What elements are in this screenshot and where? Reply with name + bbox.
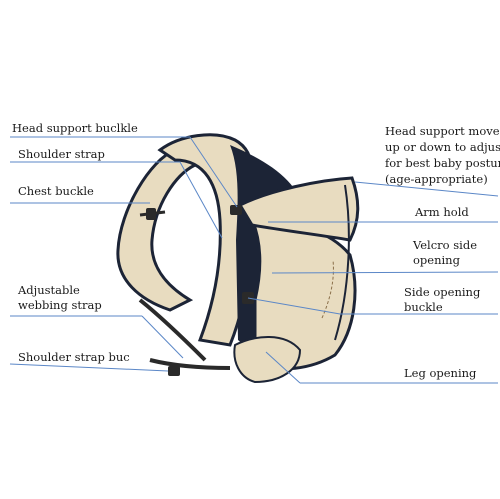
label-head-support-moves-line4: (age-appropriate): [385, 172, 488, 186]
leader-velcro: [271, 271, 499, 274]
label-head-support-moves-line3: for best baby posture: [385, 156, 500, 170]
front-stitching: [334, 184, 350, 341]
label-shoulder-strap: Shoulder strap: [18, 147, 105, 161]
head-support-buckle: [230, 205, 242, 215]
label-head-support-buckle: Head support buclkle: [12, 121, 138, 135]
webbing-strap-2: [149, 358, 231, 370]
webbing-strap: [138, 298, 207, 362]
leader-lines: [9, 136, 499, 384]
leader-shoulder-strap-buc: [9, 363, 169, 372]
label-shoulder-strap-buc: Shoulder strap buc: [18, 350, 130, 364]
main-strap: [157, 133, 254, 347]
label-side-opening-line1: Side opening: [404, 285, 481, 299]
leader-adjustable-b: [141, 315, 184, 359]
label-adjustable-line1: Adjustable: [18, 283, 80, 297]
leader-head-support-moves: [354, 181, 499, 197]
label-chest-buckle: Chest buckle: [18, 184, 94, 198]
strap-buckle: [168, 366, 180, 376]
label-head-support-moves-line1: Head support moves: [385, 124, 500, 138]
label-adjustable-line2: webbing strap: [18, 298, 102, 312]
label-velcro-line2: opening: [413, 253, 460, 267]
leader-leg-opening: [265, 351, 301, 384]
label-velcro-line1: Velcro side: [413, 238, 477, 252]
label-head-support-moves-line2: up or down to adjust: [385, 140, 500, 154]
label-arm-hold: Arm hold: [415, 205, 469, 219]
head-support: [237, 176, 360, 242]
leg-pad: [233, 336, 302, 384]
leader-side-opening: [247, 297, 341, 315]
label-side-opening-line2: buckle: [404, 300, 443, 314]
chest-buckle: [146, 208, 156, 220]
left-shoulder-strap: [116, 148, 198, 312]
label-leg-opening: Leg opening: [404, 366, 477, 380]
leader-shoulder-strap-b: [179, 161, 223, 239]
leader-head-support-buckle-b: [189, 136, 238, 208]
